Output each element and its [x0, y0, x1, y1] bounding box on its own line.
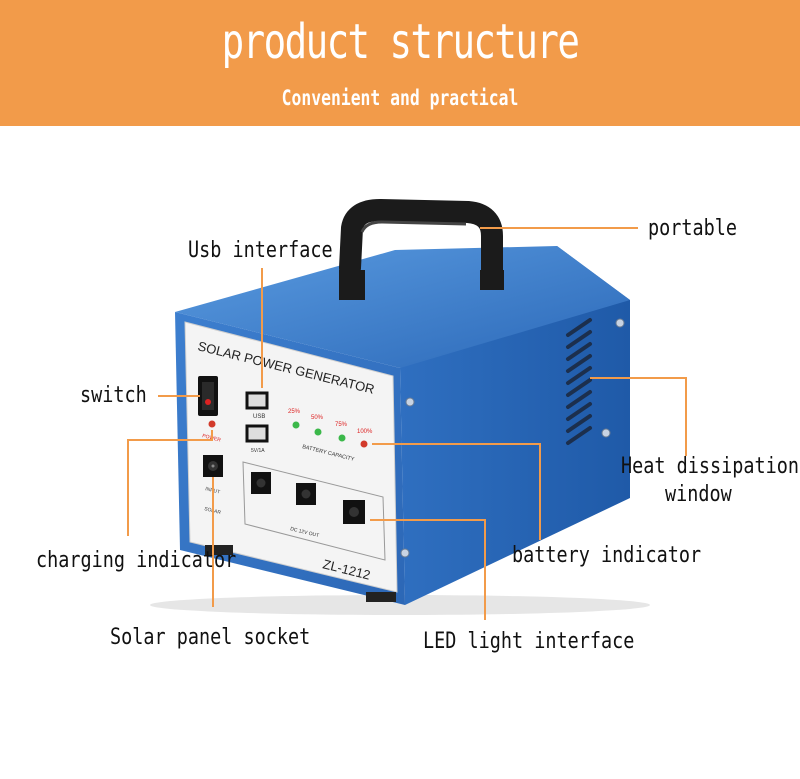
page-title: product structure	[221, 14, 580, 70]
battery-level-25: 25%	[288, 409, 301, 415]
power-switch	[198, 376, 218, 416]
foot-left	[205, 545, 233, 555]
dc-out-box	[242, 461, 386, 561]
usb-ports	[245, 391, 269, 443]
front-panel	[184, 321, 398, 593]
leader-charging	[127, 430, 213, 536]
leader-battery	[372, 443, 541, 540]
callout-led-interface: LED light interface	[423, 629, 635, 654]
device-shadow	[150, 595, 650, 615]
leader-lines	[127, 227, 687, 620]
foot-right	[366, 592, 396, 602]
callout-portable: portable	[648, 216, 738, 241]
callout-window: window	[665, 482, 732, 507]
vent-slots	[566, 318, 592, 445]
battery-level-100: 100%	[357, 429, 373, 435]
screws	[400, 318, 625, 558]
top-panel	[175, 246, 630, 368]
callout-solar-socket: Solar panel socket	[110, 625, 311, 650]
callout-usb-interface: Usb interface	[188, 238, 333, 263]
usb-label: USB	[253, 414, 265, 420]
callout-heat-dissipation: Heat dissipation	[621, 454, 800, 479]
callout-battery-indicator: battery indicator	[512, 543, 702, 568]
callout-switch: switch	[80, 383, 147, 408]
callout-charging-indicator: charging indicator	[36, 548, 237, 573]
leader-led	[370, 519, 486, 620]
leader-heat	[590, 377, 687, 456]
battery-level-75: 75%	[335, 422, 348, 428]
header-banner: product structure Convenient and practic…	[0, 0, 800, 126]
page-subtitle: Convenient and practical	[281, 86, 519, 110]
battery-level-50: 50%	[311, 415, 324, 421]
usb-rating: 5V/1A	[251, 448, 265, 454]
charging-indicator-led	[208, 420, 216, 428]
solar-socket	[203, 455, 223, 477]
